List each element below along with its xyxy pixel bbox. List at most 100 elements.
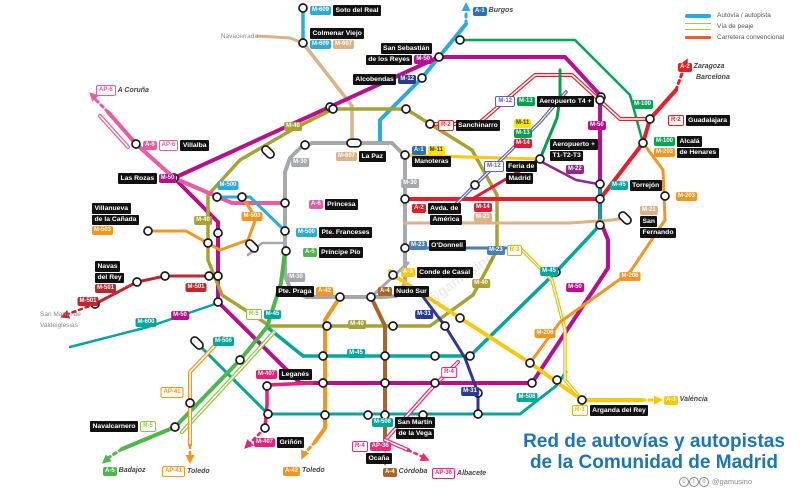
label-row: M-11 xyxy=(514,119,532,128)
road-badge-A-3: A-3 xyxy=(401,267,415,277)
road-badge-R-2: R-2 xyxy=(438,120,454,131)
station-marker xyxy=(400,243,410,253)
station-marker xyxy=(380,378,390,388)
station-label: América xyxy=(430,214,462,225)
map-label-m501-w: M-501 xyxy=(77,297,99,307)
station-marker xyxy=(203,238,213,248)
station-label: La Paz xyxy=(359,151,386,162)
label-row: Barcelona xyxy=(678,73,730,83)
road-badge-AP-36: AP-36 xyxy=(369,442,391,451)
station-marker xyxy=(660,191,670,201)
station-marker xyxy=(298,38,308,48)
label-row: M-30 xyxy=(291,158,309,167)
road-badge-A-2: A-2 xyxy=(678,62,692,72)
station-label: Princesa xyxy=(324,199,359,210)
label-row: Colmenar Viejo xyxy=(310,28,365,39)
destination-label: Toledo xyxy=(187,467,210,475)
label-row: M-50 xyxy=(171,311,189,320)
road-R-5-inner xyxy=(181,331,275,433)
legend-item: Carretera convencional xyxy=(685,34,784,41)
legend-label: Vía de peaje xyxy=(717,23,754,30)
destination-label: Badajoz xyxy=(118,467,146,474)
road-M-501 xyxy=(93,274,220,306)
station-label: Alcalá xyxy=(677,136,703,147)
road-badge-M-11: M-11 xyxy=(514,119,532,128)
station-label: Nudo Sur xyxy=(393,286,430,297)
road-badge-M-501: M-501 xyxy=(95,284,117,293)
destination-label: Valéncia xyxy=(679,396,708,403)
road-A-42-end xyxy=(303,440,317,455)
label-row: M-506 xyxy=(516,393,538,402)
label-row: San Sebastián xyxy=(366,43,432,54)
station-marker xyxy=(645,114,655,124)
label-row: M-31 xyxy=(461,387,479,396)
road-AP-41-inner xyxy=(189,337,223,446)
cc-icon-o: o xyxy=(698,477,709,487)
map-label-m501-mid: M-501 xyxy=(185,283,207,293)
road-M-50 xyxy=(172,55,610,385)
label-row: M-100 xyxy=(632,100,654,109)
road-badge-A-5: A-5 xyxy=(103,466,117,476)
map-label-m600: M-600 xyxy=(135,318,157,328)
label-row: M-21 xyxy=(640,206,676,215)
station-marker xyxy=(170,422,180,432)
label-row: R-4 xyxy=(441,367,457,378)
station-label: Aeropuerto T4 + xyxy=(536,96,594,107)
label-row: M-206 xyxy=(534,329,556,338)
map-label-m50-e: M-50 xyxy=(588,121,606,131)
road-badge-M-21: M-21 xyxy=(640,206,658,215)
station-label: Arganda del Rey xyxy=(589,405,649,416)
map-label-m506-e: M-506 xyxy=(516,393,538,403)
road-A-5-end xyxy=(106,447,124,460)
road-AP-36-end xyxy=(406,448,425,459)
station-marker xyxy=(430,351,440,361)
map-label-m31-b: M-31 xyxy=(461,387,479,397)
station-label: Villalba xyxy=(180,140,210,151)
station-label: Sanchinarro xyxy=(455,120,501,131)
road-badge-M-503: M-503 xyxy=(241,212,263,221)
road-badge-A-4: A-4 xyxy=(378,286,392,296)
station-marker xyxy=(595,220,605,230)
label-row: M-506 xyxy=(213,337,235,346)
road-badge-M-500: M-500 xyxy=(296,227,318,237)
road-M-12-inner xyxy=(451,91,567,209)
map-label-m206-a: M-206 xyxy=(619,272,641,282)
station-marker xyxy=(380,351,390,361)
station-label: San Sebastián xyxy=(380,43,432,54)
map-label-m40-c: M-40 xyxy=(348,320,366,330)
road-badge-M-12: M-12 xyxy=(495,96,516,107)
map-label-m31-a: M-31 xyxy=(415,310,433,320)
terminal-arrow-icon xyxy=(301,449,310,460)
road-M-45 xyxy=(265,182,602,358)
label-row: San xyxy=(640,216,676,227)
map-title-line1: Red de autovías y autopistas xyxy=(523,431,785,452)
road-badge-A-2: A-2 xyxy=(412,203,426,213)
terminal-arrow-icon xyxy=(461,2,471,11)
label-row: M-503 xyxy=(92,226,139,235)
road-badge-R-3: R-3 xyxy=(506,245,523,256)
road-badge-R-4: R-4 xyxy=(441,367,457,378)
map-label-aeropuerto-t123: Aeropuerto +T1-T2-T3 xyxy=(550,139,598,162)
station-marker xyxy=(425,119,435,129)
station-marker xyxy=(280,226,290,236)
